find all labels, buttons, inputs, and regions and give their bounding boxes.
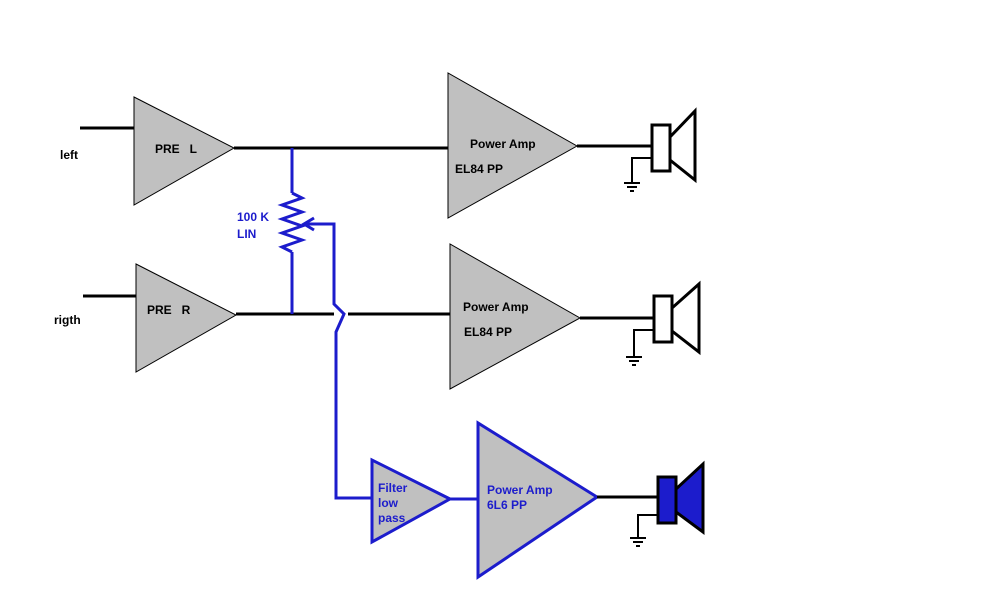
right-input-label: rigth [54,313,81,327]
power-amp-left-tube: EL84 PP [455,162,503,176]
preamp-left [133,96,236,206]
low-pass-filter [370,457,454,545]
left-input-label: left [60,148,78,162]
pot-taper-label: LIN [237,227,256,241]
power-amp-right-title: Power Amp [463,300,529,314]
speaker-icon [656,460,705,535]
preamp-right-label: PRE R [147,303,191,317]
subwoofer-feed: 100 K LIN Filter low pass Power Amp 6L6 … [237,148,705,580]
power-amp-sub-tube: 6L6 PP [487,498,527,512]
power-amp-left [447,72,579,219]
speaker-icon [650,107,697,184]
ground-icon [624,182,640,192]
power-amp-right [449,243,582,390]
filter-label-line3: pass [378,511,406,525]
power-amp-sub [476,420,600,580]
wiper-wire [304,222,372,500]
power-amp-sub-title: Power Amp [487,483,553,497]
resistor-icon [277,191,307,254]
power-amp-right-tube: EL84 PP [464,325,512,339]
sub-ground-wire [637,514,658,538]
left-channel: left PRE L Power Amp EL84 PP [60,72,697,219]
filter-label-line2: low [378,496,399,510]
preamp-right [135,263,238,373]
pot-value-label: 100 K [237,210,269,224]
ground-icon [626,356,642,366]
right-ground-wire [633,329,654,357]
power-amp-left-title: Power Amp [470,137,536,151]
speaker-icon [652,280,701,356]
right-channel: rigth PRE R Power Amp EL84 PP [54,243,701,390]
filter-label-line1: Filter [378,481,408,495]
preamp-left-label: PRE L [155,142,197,156]
ground-icon [630,537,646,547]
left-ground-wire [631,157,652,183]
